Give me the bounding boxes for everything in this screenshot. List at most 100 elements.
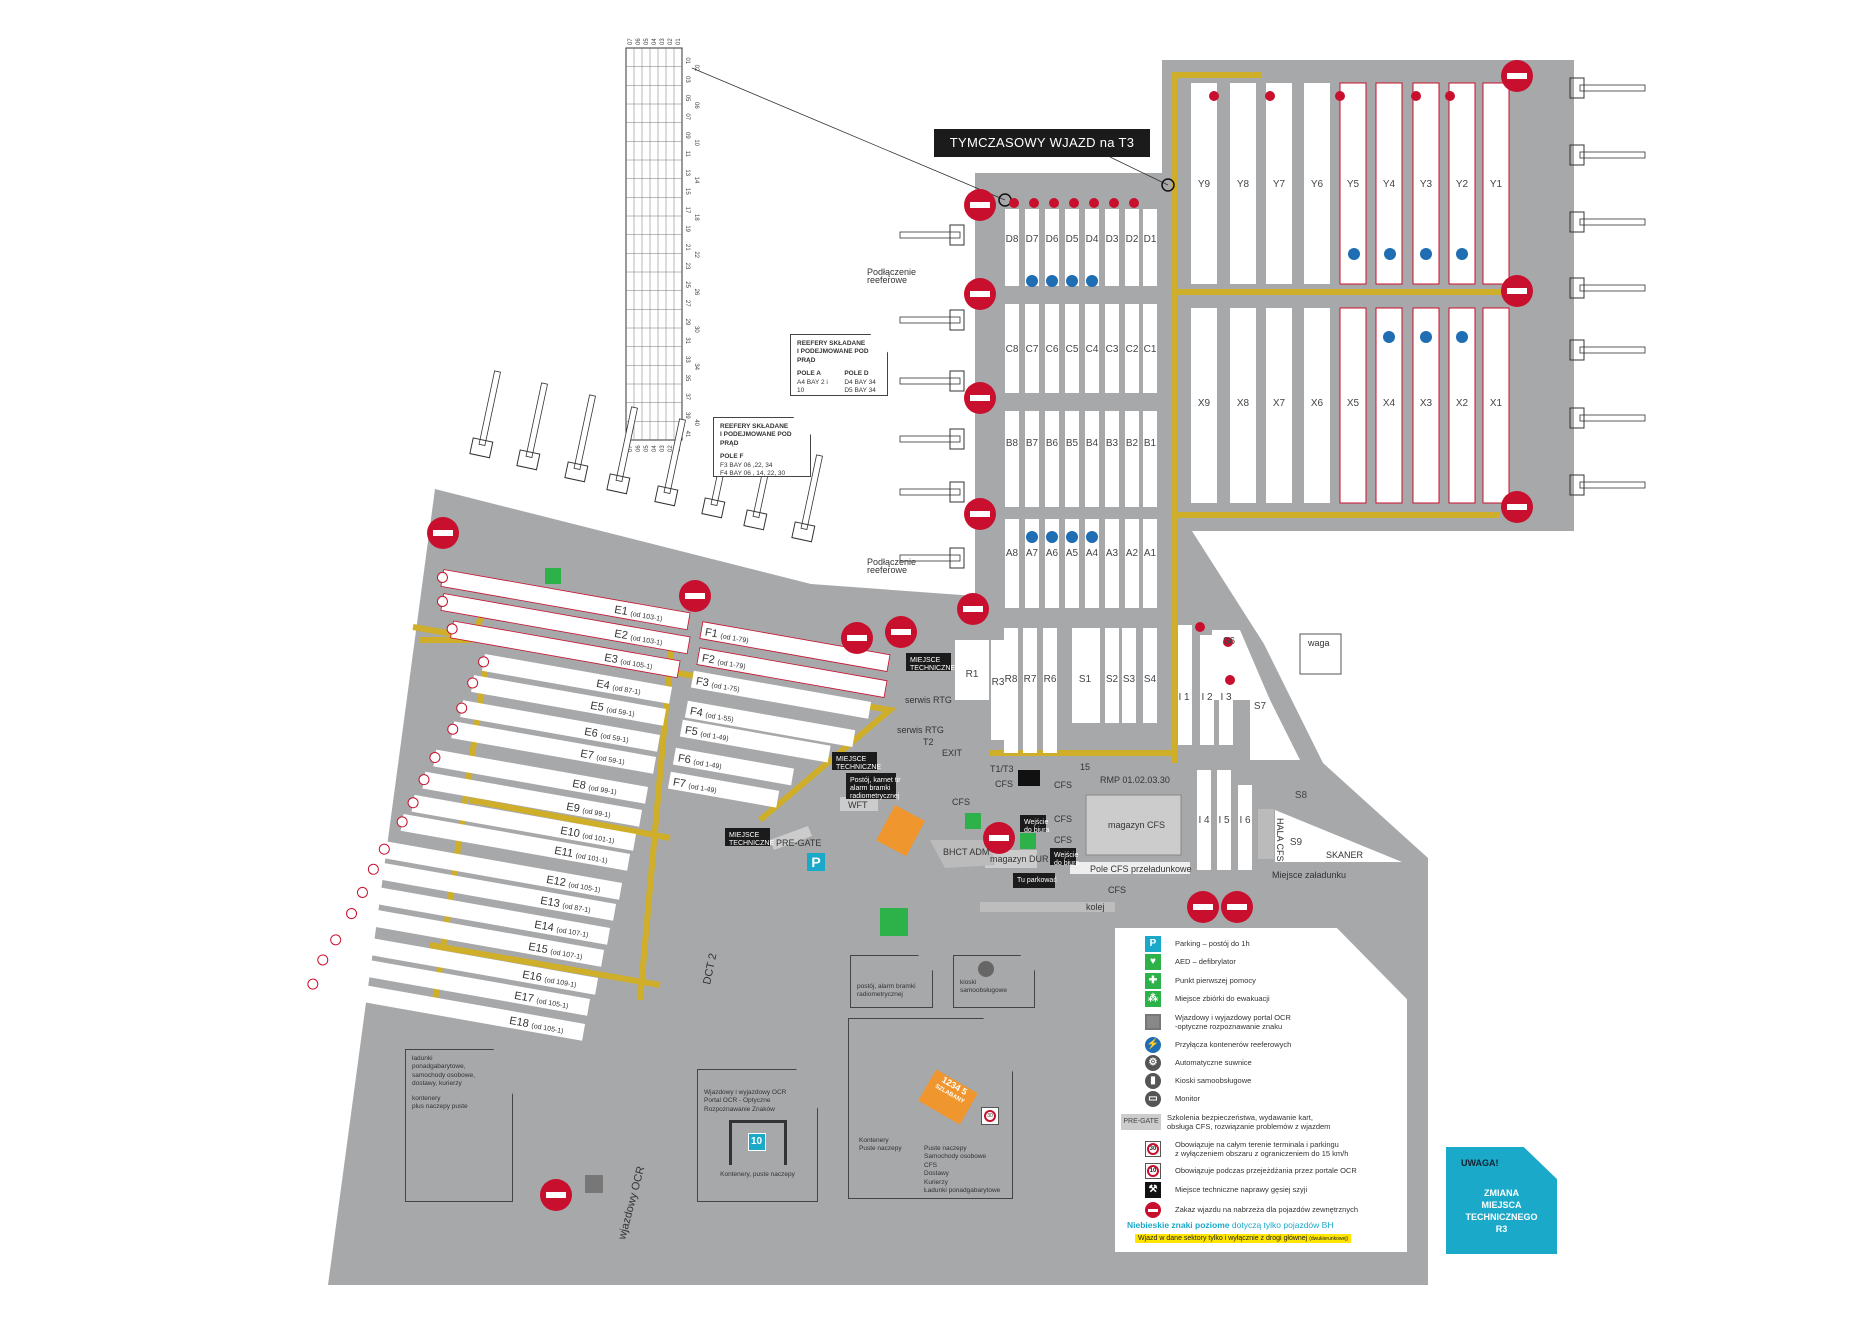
row-strip — [690, 670, 872, 719]
magazyn-dur-building — [985, 850, 1037, 868]
label-line: MIEJSCE — [729, 832, 760, 839]
yard-crane — [1569, 339, 1646, 361]
map-label: serwis RTG — [905, 695, 952, 705]
stop-sign — [1335, 91, 1345, 101]
bay-line: D6 BAY 26 i 34 — [844, 395, 880, 412]
marker-circle — [418, 774, 430, 786]
row-range: (od 59-1) — [606, 707, 635, 719]
bay-row-label: 31 — [684, 337, 690, 344]
yard-row-label: X6 — [1311, 398, 1324, 409]
info-text: Dostawy — [924, 1170, 949, 1178]
waga-box — [1299, 633, 1342, 675]
legend-item: ⁂Miejsce zbiórki do ewakuacji — [1145, 991, 1270, 1007]
row-strip — [684, 700, 856, 748]
bay-col-label: 01 — [676, 38, 682, 45]
yard-row-label: D5 — [1066, 234, 1079, 245]
pre-gate-detail-box: 1234 5 SZLABANY 30 Kontenery Puste nacze… — [848, 1018, 1013, 1199]
yard-row-x1 — [1482, 307, 1510, 504]
bay-grid: 0707060605050404030302020101010305070911… — [625, 38, 1175, 452]
row-name: E17 — [513, 990, 534, 1005]
bay-row-label: 13 — [684, 169, 690, 176]
bay-row-label: 27 — [684, 300, 690, 307]
info-text: CFS — [924, 1161, 937, 1169]
yard-row-x5 — [1339, 307, 1367, 504]
bay-row-label: 40 — [693, 419, 699, 426]
row-name: F5 — [684, 724, 699, 738]
ocr-portal-icon — [1145, 1014, 1161, 1031]
yard-row-b5 — [1065, 411, 1079, 507]
yard-row-s — [1072, 628, 1100, 723]
yard-row-f4: F4(od 1-55) — [684, 700, 856, 748]
row-name: F6 — [677, 752, 692, 766]
legend-label: Monitor — [1175, 1094, 1201, 1104]
stop-sign — [1029, 198, 1039, 208]
hala-cfs-building — [1258, 809, 1274, 859]
yard-row-label: S6 — [1223, 636, 1236, 647]
reefer-plug-icon — [1348, 248, 1360, 260]
ocr-portal-box: Wjazdowy i wyjazdowy OCR Portal OCR - Op… — [697, 1069, 818, 1202]
bay-line: D4 BAY 34 — [844, 378, 876, 386]
monitor-icon: ▭ — [1145, 1091, 1161, 1107]
yard-row-label: R1 — [966, 669, 979, 680]
stop-sign — [1225, 675, 1235, 685]
blue-note-bold: Niebieskie znaki poziome — [1127, 1220, 1230, 1230]
yard-row-a1 — [1143, 519, 1157, 608]
yard-row-label: A3 — [1106, 548, 1119, 559]
row-strip — [672, 747, 795, 786]
legend-text: Przyłącza kontenerów reeferowych — [1175, 1040, 1291, 1049]
row-name: E8 — [571, 778, 586, 792]
bay-row-label: 41 — [684, 431, 690, 438]
yard-row-label: C5 — [1066, 344, 1079, 355]
row-name: E11 — [553, 845, 574, 860]
yard-row-label: A4 — [1086, 548, 1099, 559]
aed-icon: ♥ — [1145, 954, 1161, 970]
legend-text: Zakaz wjazdu na nabrzeża dla pojazdów ze… — [1175, 1205, 1358, 1214]
row-strip — [334, 931, 599, 995]
yard-row-f1: F1(od 1-79) — [699, 621, 891, 672]
info-text: ponadgabarytowe, — [412, 1063, 466, 1071]
no-entry-signs — [427, 60, 1533, 1211]
yard-row-label: Y9 — [1198, 179, 1211, 190]
row-strip — [679, 719, 831, 763]
reefer-box-subtitle: I PODEJMOWANE POD PRĄD — [797, 348, 869, 364]
yard-row-c7 — [1025, 304, 1039, 393]
legend-text: Obowiązuje na całym terenie terminala i … — [1175, 1140, 1348, 1159]
stop-sign — [1411, 91, 1421, 101]
row-name: E1 — [613, 604, 628, 618]
yard-row-r — [991, 640, 1005, 740]
yard-row-a2 — [1125, 519, 1139, 608]
speed-limit-10-sign: 10 — [747, 1133, 766, 1152]
marker-circle — [446, 623, 458, 635]
info-text: Kurierzy — [924, 1178, 948, 1186]
quay-crane — [469, 370, 501, 459]
parking-icon: P — [1145, 936, 1161, 952]
marker-circle — [356, 886, 368, 898]
map-label: CFS — [1054, 780, 1072, 790]
yard-row-label: X8 — [1237, 398, 1250, 409]
bay-row-label: 18 — [693, 214, 699, 221]
row-strip — [699, 621, 891, 672]
reefer-plug-icon — [1383, 331, 1395, 343]
row-strip — [349, 905, 605, 967]
stop-sign — [1049, 198, 1059, 208]
row-label: E5(od 59-1) — [589, 700, 635, 720]
yard-row-i — [1217, 770, 1231, 870]
bay-row-label: 10 — [693, 139, 699, 146]
info-text: kioski — [960, 979, 977, 986]
speed-value: 30 — [1147, 1143, 1159, 1156]
stop-sign — [1223, 637, 1233, 647]
yard-row-c5 — [1065, 304, 1079, 393]
map-label: CFS — [995, 779, 1013, 789]
no-entry-sign — [1501, 491, 1533, 523]
row-name: E16 — [521, 969, 542, 984]
quay-crane — [516, 382, 548, 471]
yard-crane — [899, 481, 965, 503]
yard-row-e9: E9(od 99-1) — [418, 771, 643, 827]
marker-circle — [330, 934, 342, 946]
no-entry-sign — [427, 517, 459, 549]
legend-label: Przyłącza kontenerów reeferowych — [1175, 1040, 1292, 1050]
